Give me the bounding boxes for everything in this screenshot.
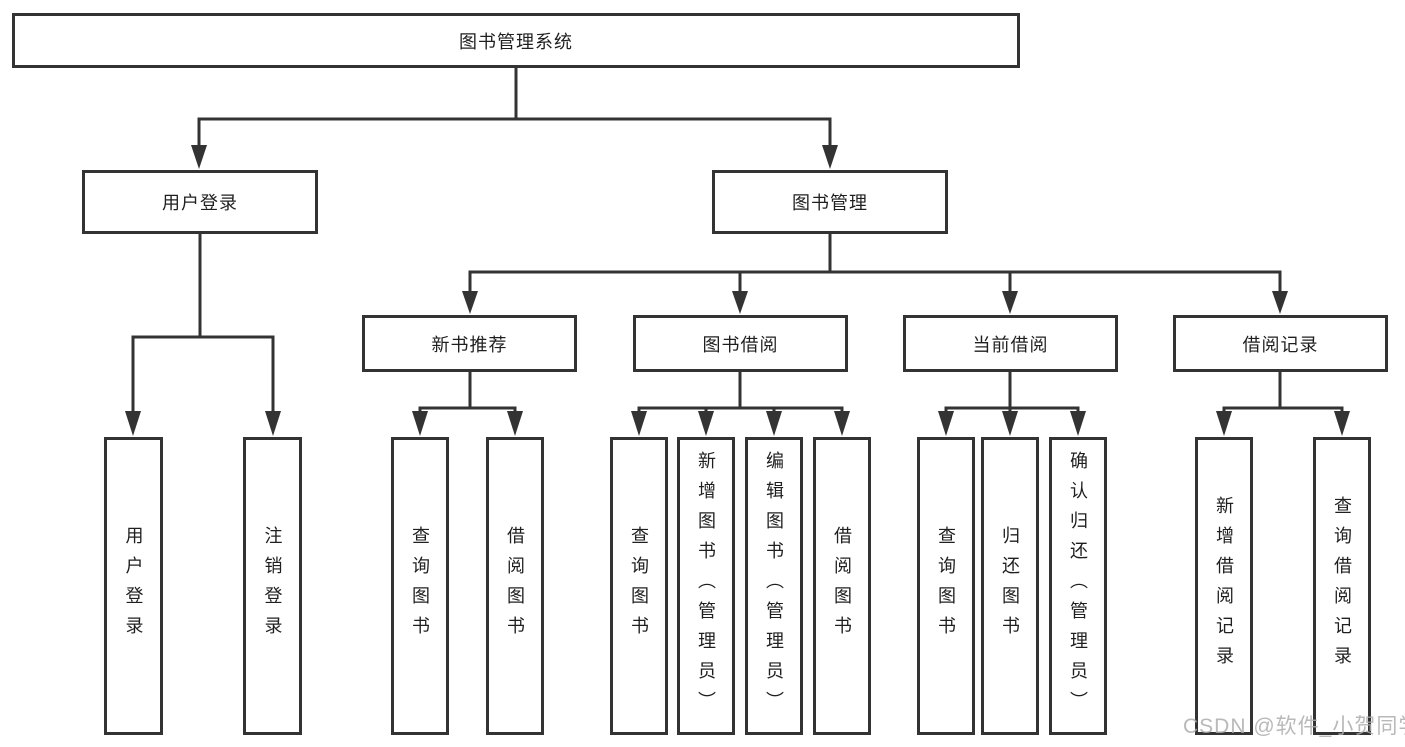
- node-book-borrow: 图书借阅: [633, 315, 848, 372]
- wire-level2-rail: [197, 117, 832, 145]
- leaf-logout: 注销登录: [243, 437, 302, 735]
- leaf-borrow-borrow-book-label: 借阅图书: [832, 526, 852, 646]
- leaf-current-return-book-label: 归还图书: [1000, 526, 1020, 646]
- leaf-current-return-book: 归还图书: [981, 437, 1039, 735]
- leaf-logout-label: 注销登录: [262, 526, 283, 646]
- leaf-user-login: 用户登录: [104, 437, 163, 735]
- leaf-borrow-edit-book-admin-label: 编辑图书（管理员）: [764, 451, 784, 721]
- leaf-current-confirm-return-admin-label: 确认归还（管理员）: [1068, 451, 1088, 721]
- leaf-newbook-query-book: 查询图书: [391, 437, 449, 735]
- wire-bookborrow-rail: [637, 406, 844, 411]
- wire-records-rail: [1222, 406, 1344, 411]
- node-new-book-recommend: 新书推荐: [362, 315, 577, 372]
- leaf-user-login-label: 用户登录: [123, 526, 144, 646]
- csdn-watermark: CSDN @软件_小贺同学: [1183, 715, 1405, 738]
- leaf-records-query-record: 查询借阅记录: [1313, 437, 1371, 735]
- leaf-borrow-add-book-admin: 新增图书（管理员）: [677, 437, 735, 735]
- node-root-system: 图书管理系统: [12, 13, 1020, 68]
- leaf-borrow-borrow-book: 借阅图书: [813, 437, 871, 735]
- leaf-records-add-record-label: 新增借阅记录: [1214, 496, 1234, 676]
- leaf-borrow-edit-book-admin: 编辑图书（管理员）: [745, 437, 803, 735]
- leaf-newbook-borrow-book: 借阅图书: [486, 437, 544, 735]
- leaf-current-query-book-label: 查询图书: [936, 526, 956, 646]
- leaf-records-add-record: 新增借阅记录: [1195, 437, 1253, 735]
- wire-newbook-rail: [418, 406, 517, 411]
- leaf-borrow-query-book: 查询图书: [610, 437, 668, 735]
- node-current-borrow-label: 当前借阅: [972, 334, 1049, 355]
- leaf-newbook-borrow-book-label: 借阅图书: [505, 526, 525, 646]
- arrowheads: [125, 145, 1350, 436]
- node-user-login-label: 用户登录: [162, 193, 238, 213]
- node-book-management-label: 图书管理: [792, 193, 868, 213]
- node-root-system-label: 图书管理系统: [459, 31, 573, 52]
- node-book-borrow-label: 图书借阅: [702, 334, 779, 355]
- node-book-management: 图书管理: [712, 170, 948, 234]
- leaf-records-query-record-label: 查询借阅记录: [1332, 496, 1352, 676]
- node-borrow-records-label: 借阅记录: [1242, 334, 1319, 355]
- leaf-current-query-book: 查询图书: [917, 437, 975, 735]
- leaf-current-confirm-return-admin: 确认归还（管理员）: [1049, 437, 1107, 735]
- node-current-borrow: 当前借阅: [903, 315, 1118, 372]
- node-user-login: 用户登录: [82, 170, 318, 234]
- node-new-book-recommend-label: 新书推荐: [431, 334, 508, 355]
- leaf-borrow-add-book-admin-label: 新增图书（管理员）: [696, 451, 716, 721]
- leaf-borrow-query-book-label: 查询图书: [629, 526, 649, 646]
- node-borrow-records: 借阅记录: [1173, 315, 1388, 372]
- leaf-newbook-query-book-label: 查询图书: [410, 526, 430, 646]
- wire-userlogin-rail: [131, 335, 275, 411]
- wire-level3-rail: [468, 270, 1282, 291]
- wire-currentborrow-rail: [944, 406, 1080, 411]
